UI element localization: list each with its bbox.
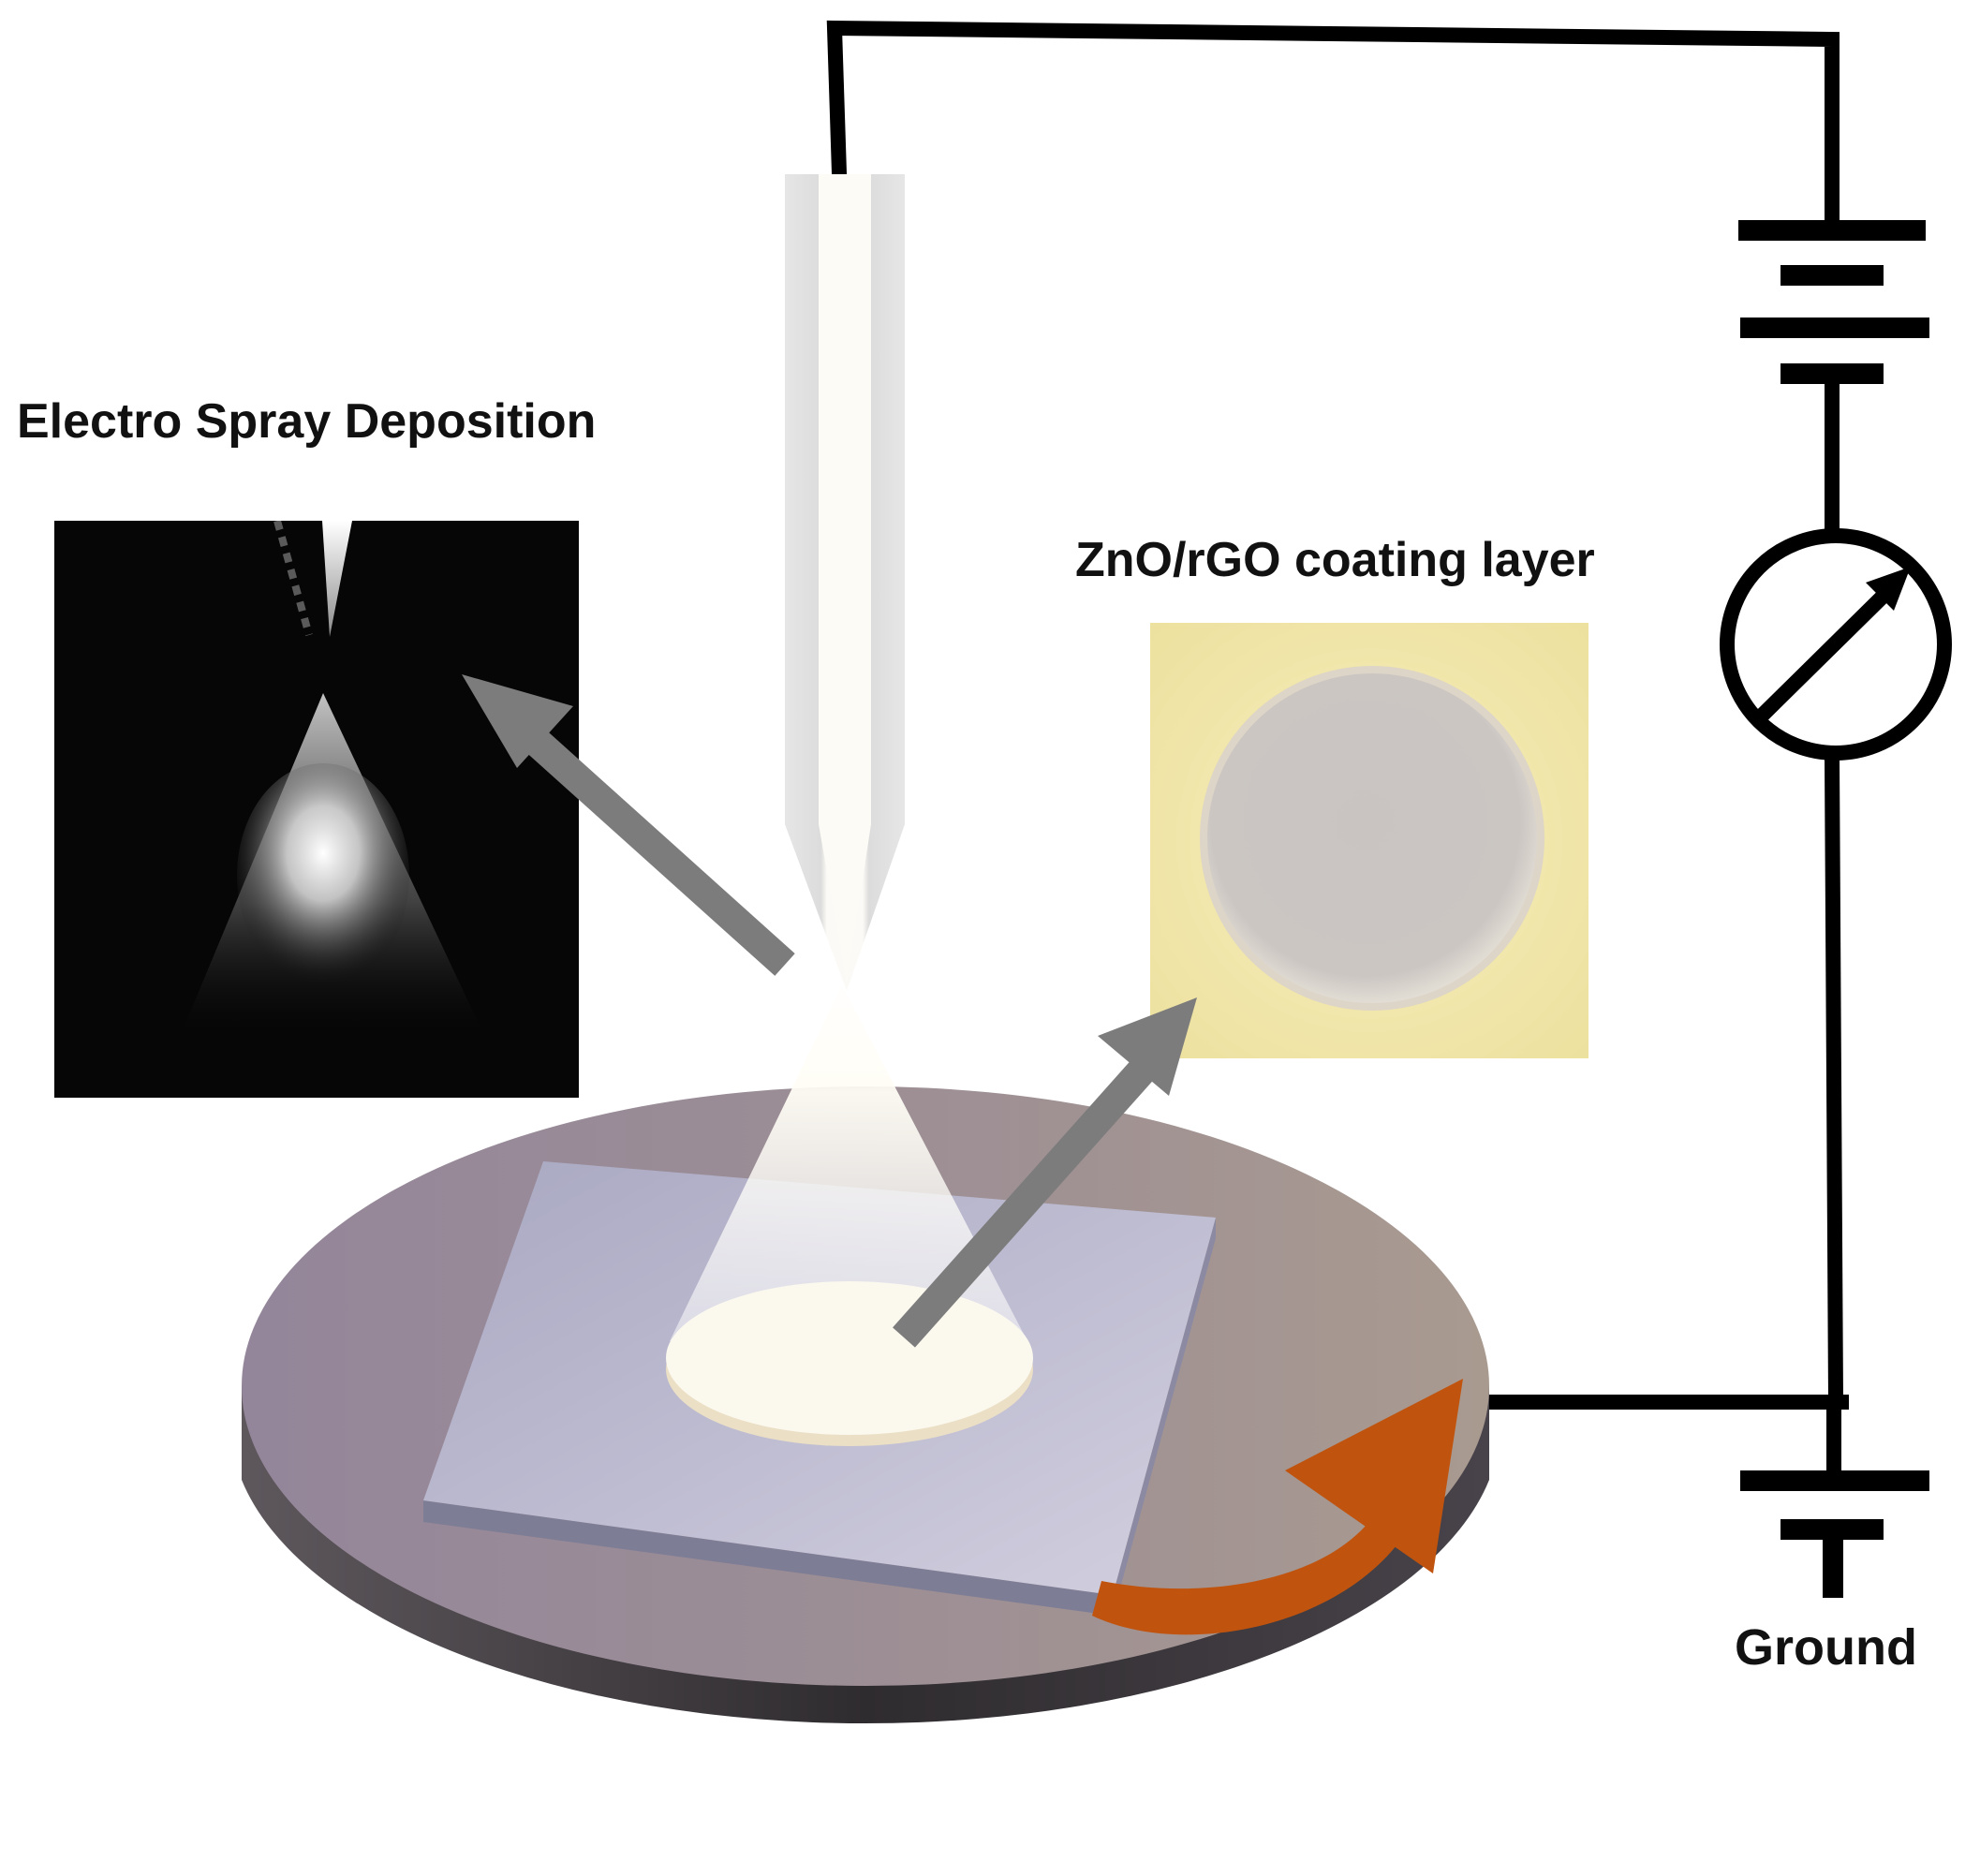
variable-meter-icon: [1720, 528, 1952, 761]
rotation-arrow-icon: [1092, 1379, 1463, 1635]
ground-icon: [1740, 1470, 1929, 1598]
ground-label: Ground: [1735, 1619, 1917, 1676]
circuit-wires: [826, 20, 1849, 1487]
esd-photo: [54, 521, 579, 1098]
coating-photo: [1150, 623, 1588, 1058]
spray-cone: [670, 985, 1027, 1341]
battery-icon: [1738, 220, 1929, 384]
esd-label: Electro Spray Deposition: [17, 394, 597, 449]
deposited-coating-disc: [666, 1281, 1033, 1446]
spray-nozzle: [785, 174, 905, 991]
meter-to-junction-wire: [1824, 750, 1844, 1409]
arrow-to-coating-photo: [893, 997, 1197, 1348]
pointer-arrows: [462, 674, 1197, 1348]
top-wire: [826, 20, 1840, 232]
coating-layer-label: ZnO/rGO coating layer: [1075, 533, 1595, 587]
arrow-to-esd-photo: [462, 674, 795, 976]
